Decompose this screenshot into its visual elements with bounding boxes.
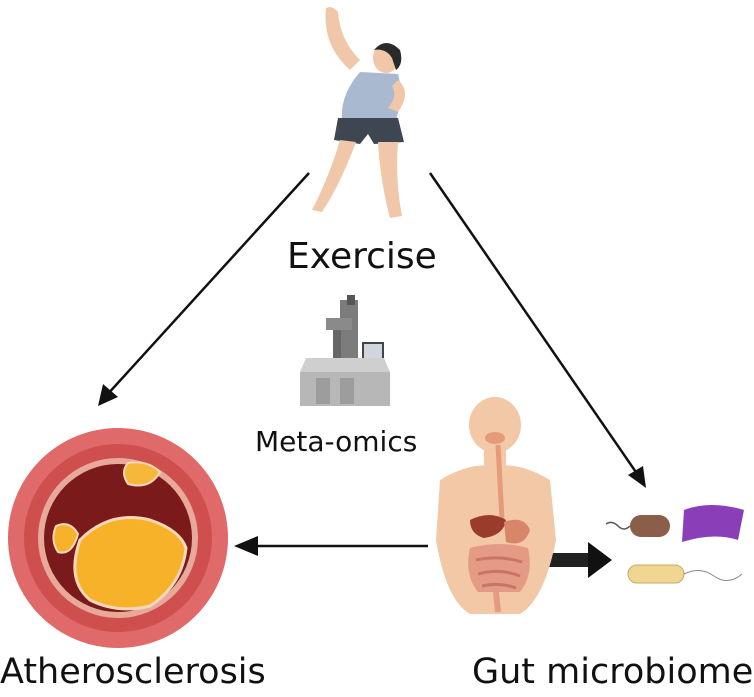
meta-omics-instrument-icon [300,295,390,406]
exercise-figure-icon [312,7,405,218]
arrow-exercise-to-atherosclerosis [98,172,310,406]
node-label-atherosclerosis: Atherosclerosis [0,652,266,692]
human-gut-anatomy-icon [436,397,556,614]
arrow-gut-to-atherosclerosis [234,536,428,556]
node-label-gut-microbiome: Gut microbiome [472,652,754,692]
node-label-exercise: Exercise [287,236,437,277]
node-label-meta-omics: Meta-omics [255,425,418,458]
microbes-icon [605,505,744,584]
artery-cross-section-icon [8,428,228,648]
arrow-exercise-to-gut-microbiome [428,172,646,488]
